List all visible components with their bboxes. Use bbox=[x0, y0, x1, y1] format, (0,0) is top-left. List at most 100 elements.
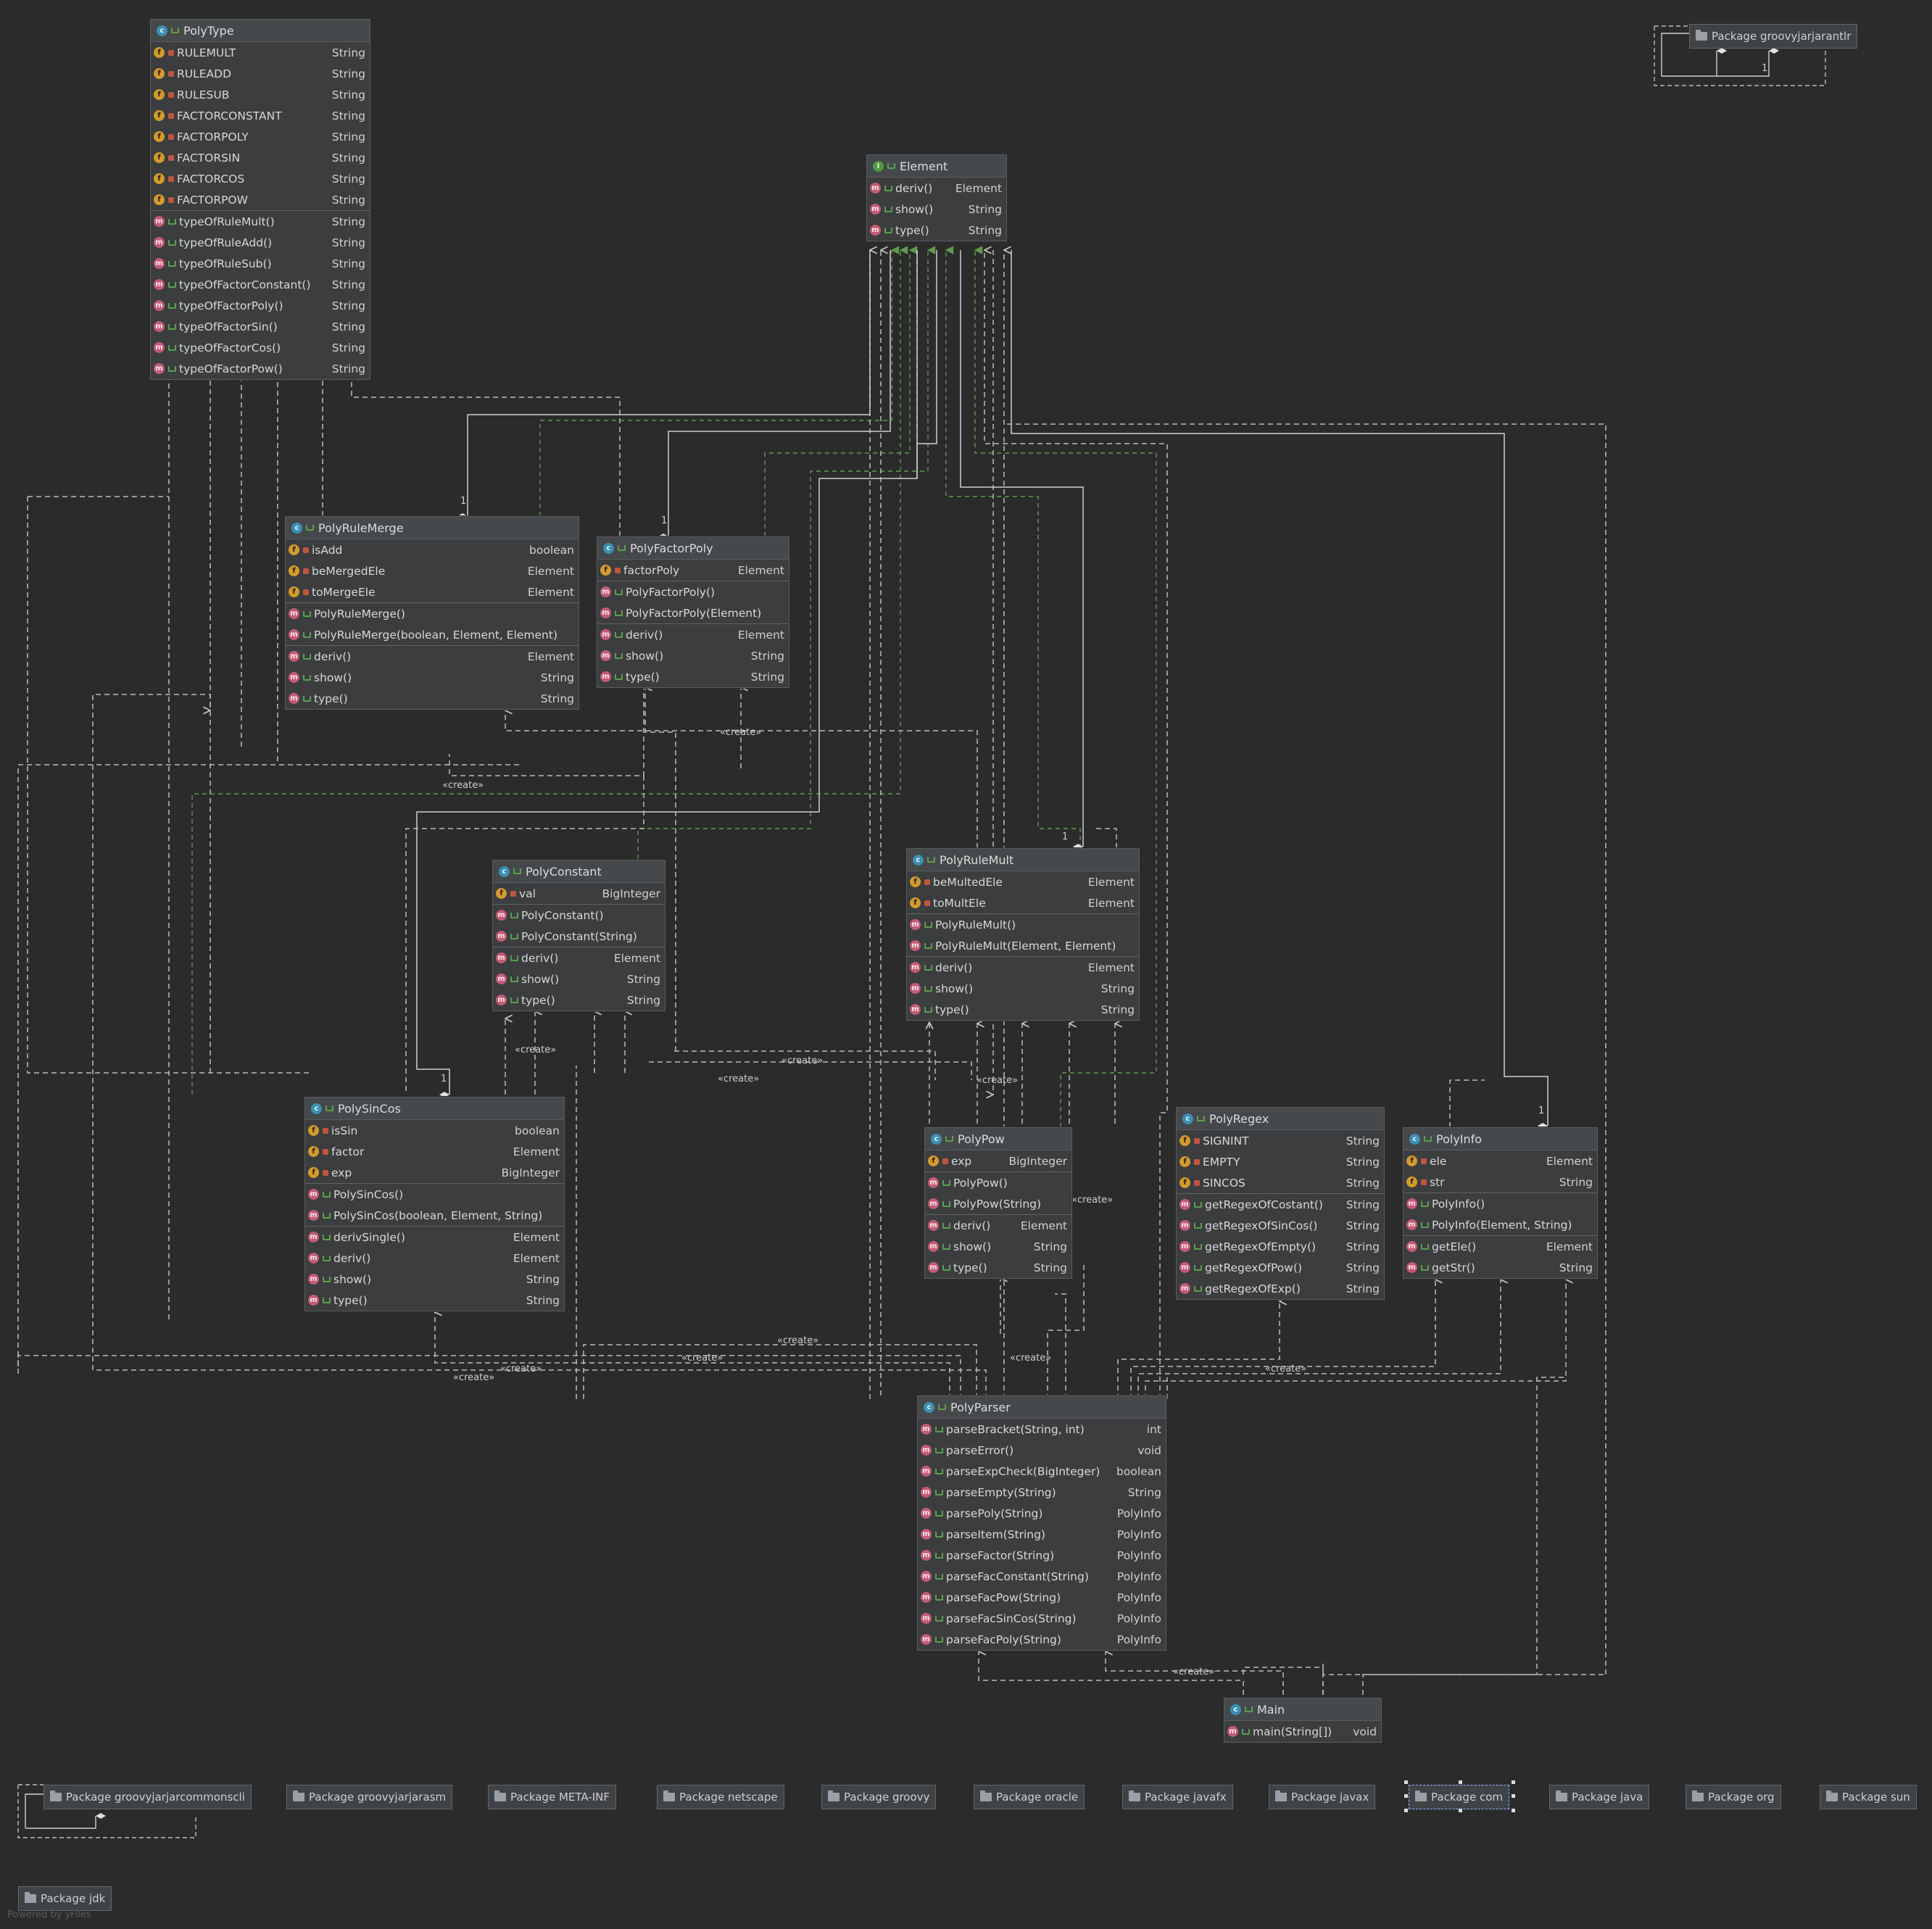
package-groovy[interactable]: Package groovy bbox=[821, 1785, 937, 1809]
package-com[interactable]: Package com bbox=[1409, 1785, 1509, 1809]
selection-handle[interactable] bbox=[1404, 1780, 1408, 1784]
selection-handle[interactable] bbox=[1512, 1809, 1515, 1812]
package-groovyjarjarantlr[interactable]: Package groovyjarjarantlr bbox=[1689, 24, 1858, 49]
package-javafx[interactable]: Package javafx bbox=[1122, 1785, 1233, 1809]
selection-handle[interactable] bbox=[1512, 1794, 1515, 1798]
selection-handle[interactable] bbox=[1512, 1780, 1515, 1784]
package-org[interactable]: Package org bbox=[1686, 1785, 1781, 1809]
package-meta-inf[interactable]: Package META-INF bbox=[488, 1785, 616, 1809]
package-groovyjarjarcommonscli[interactable]: Package groovyjarjarcommonscli bbox=[43, 1785, 252, 1809]
selection-handle[interactable] bbox=[1404, 1794, 1408, 1798]
package-netscape[interactable]: Package netscape bbox=[657, 1785, 784, 1809]
selection-handle[interactable] bbox=[1404, 1809, 1408, 1812]
package-javax[interactable]: Package javax bbox=[1269, 1785, 1376, 1809]
selection-handle[interactable] bbox=[1459, 1780, 1462, 1784]
package-oracle[interactable]: Package oracle bbox=[974, 1785, 1085, 1809]
package-sun[interactable]: Package sun bbox=[1820, 1785, 1917, 1809]
package-java[interactable]: Package java bbox=[1549, 1785, 1650, 1809]
